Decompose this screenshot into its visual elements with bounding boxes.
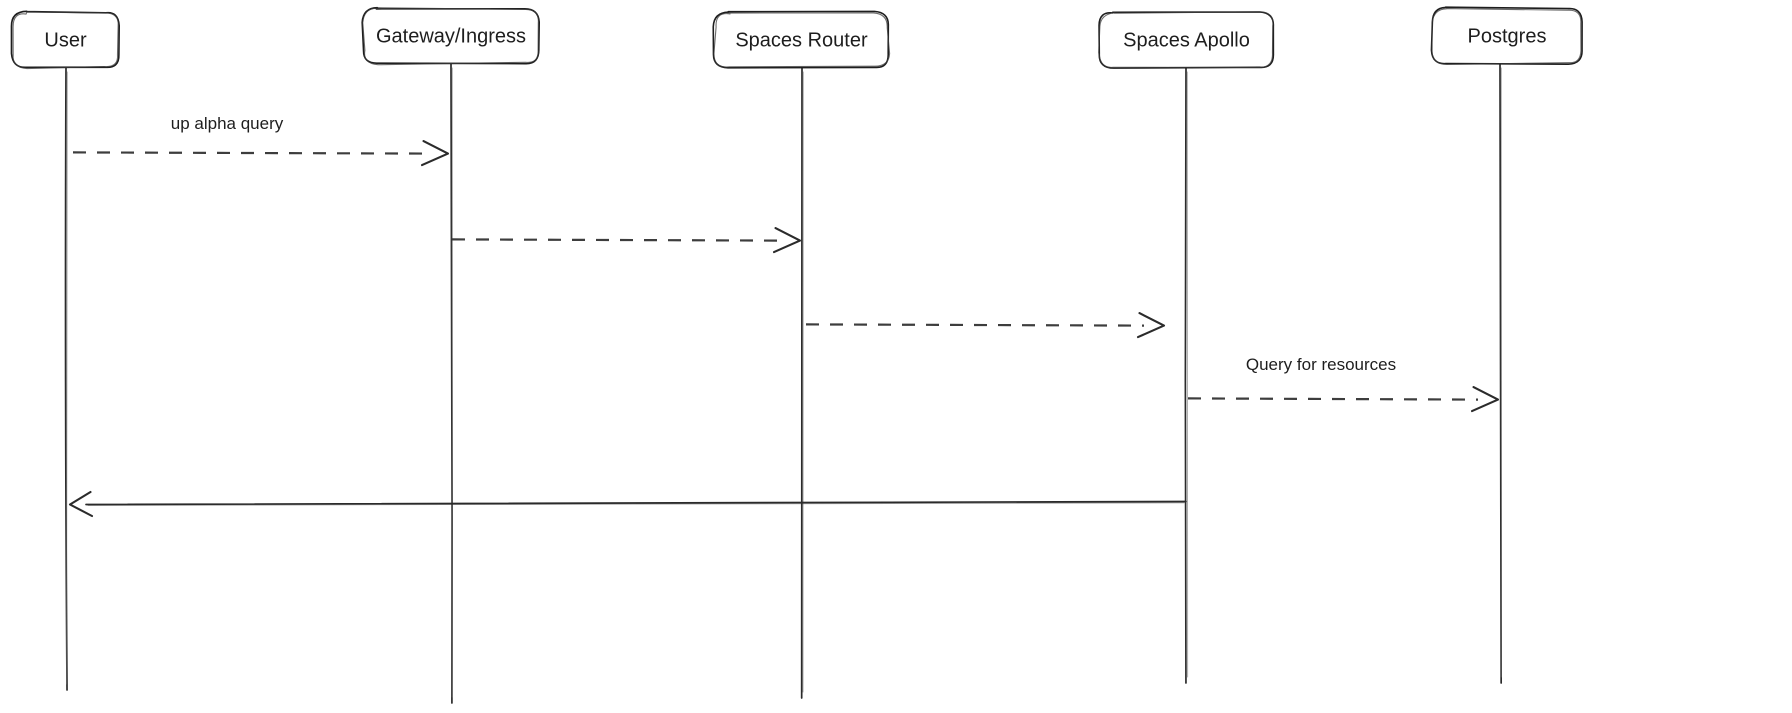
participant-user[interactable]: User [10, 10, 120, 70]
participants-layer: User Gateway/Ingress Spaces Router Spaces A… [10, 6, 1583, 70]
participant-spaces-apollo[interactable]: Spaces Apollo [1098, 11, 1275, 69]
arrowhead-msg-4 [1470, 386, 1500, 413]
participant-label-spaces-apollo: Spaces Apollo [1123, 29, 1250, 51]
participant-label-gateway: Gateway/Ingress [376, 25, 526, 47]
participant-label-user: User [44, 29, 87, 51]
message-msg-2[interactable] [451, 227, 802, 254]
message-line-ghost-msg-5 [87, 502, 1185, 506]
lifeline-spaces-apollo [1184, 67, 1187, 684]
message-label-msg-1: up alpha query [171, 114, 284, 133]
participant-label-postgres: Postgres [1468, 25, 1547, 47]
arrowhead-msg-3 [1136, 312, 1166, 339]
arrowhead-msg-1 [420, 140, 450, 167]
participant-gateway[interactable]: Gateway/Ingress [361, 6, 541, 66]
participant-spaces-router[interactable]: Spaces Router [712, 10, 891, 69]
participant-box-spaces-router [712, 10, 890, 69]
lifeline-ghost-user [65, 71, 68, 685]
message-msg-5[interactable] [68, 490, 1187, 518]
arrowhead-msg-2 [772, 227, 802, 254]
message-label-msg-4: Query for resources [1246, 355, 1396, 374]
participant-box-outline-user [12, 11, 119, 70]
lifelines-layer [64, 63, 1503, 704]
message-line-msg-2 [451, 238, 781, 242]
message-line-msg-4 [1187, 397, 1479, 401]
message-msg-3[interactable] [805, 312, 1166, 339]
participant-box-outline-spaces-router [713, 12, 891, 68]
message-line-msg-5 [85, 500, 1187, 506]
message-line-msg-3 [805, 323, 1145, 327]
participant-box-outline-gateway [362, 7, 539, 66]
message-line-msg-1 [72, 151, 429, 155]
participant-box-outline-postgres [1431, 7, 1582, 66]
messages-layer [68, 140, 1500, 518]
message-msg-4[interactable] [1187, 386, 1500, 413]
participant-postgres[interactable]: Postgres [1430, 6, 1583, 66]
participant-box-outline-spaces-apollo [1098, 11, 1274, 69]
participant-label-spaces-router: Spaces Router [735, 29, 868, 51]
message-msg-1[interactable] [72, 140, 450, 167]
arrowhead-msg-5 [68, 490, 94, 518]
